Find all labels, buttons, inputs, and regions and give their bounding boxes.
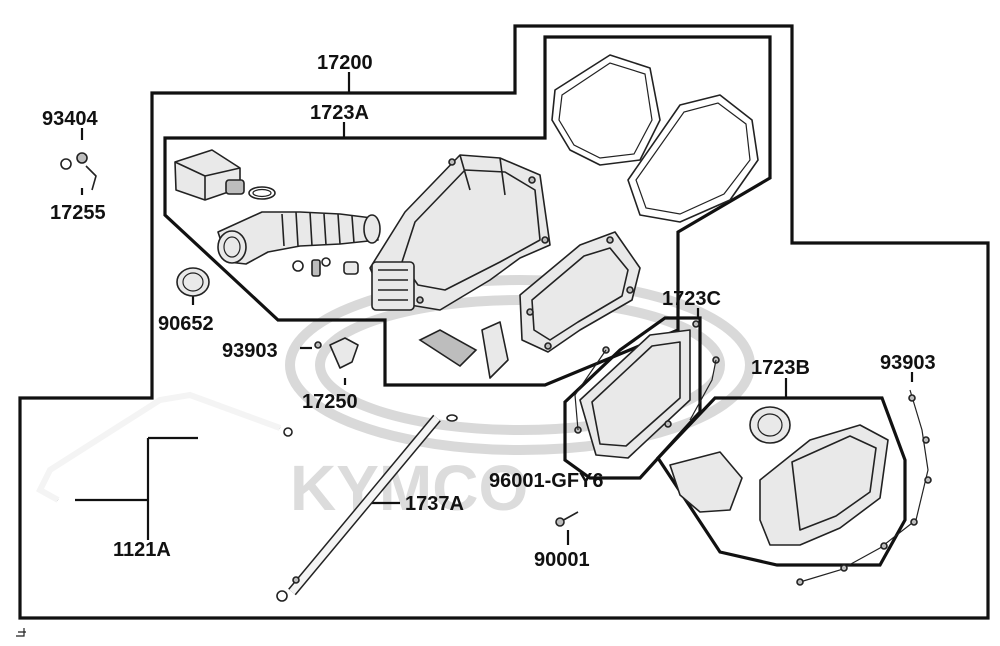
label-90652: 90652 xyxy=(158,313,214,335)
outline-1723A xyxy=(163,35,772,387)
cover-1723C xyxy=(574,320,720,459)
label-93404: 93404 xyxy=(42,108,98,130)
clamp-ring xyxy=(248,186,276,200)
outline-1723C xyxy=(563,316,702,480)
label-1723C: 1723C xyxy=(662,288,721,310)
cover-1723B xyxy=(669,406,889,546)
label-17255: 17255 xyxy=(50,202,106,224)
label-17200: 17200 xyxy=(317,52,373,74)
label-1121A: 1121A xyxy=(113,539,171,561)
drain-tube-1121A xyxy=(36,391,293,503)
filter-gasket-frame xyxy=(519,231,641,353)
label-1737A: 1737A xyxy=(405,493,464,515)
label-1723B: 1723B xyxy=(751,357,810,379)
watermark-ellipse xyxy=(285,275,755,455)
screws-93903 xyxy=(796,389,932,586)
filter-element xyxy=(418,321,509,379)
watermark-text: KYMCO xyxy=(290,452,528,524)
bolt-93404 xyxy=(60,152,97,191)
label-1723A: 1723A xyxy=(310,102,369,124)
corner-mark-icon xyxy=(16,628,26,637)
bolt-90001 xyxy=(555,511,579,527)
bracket-17250 xyxy=(314,337,359,369)
intake-duct xyxy=(217,211,381,265)
air-intake-box xyxy=(174,149,245,201)
label-96001-GFY6: 96001-GFY6 xyxy=(489,470,604,492)
small-fittings xyxy=(292,257,359,277)
tube-1737A xyxy=(276,414,458,602)
air-cleaner-case xyxy=(369,154,551,311)
label-93903-left: 93903 xyxy=(222,340,278,362)
label-90001: 90001 xyxy=(534,549,590,571)
gasket-seals xyxy=(551,54,759,223)
label-17250: 17250 xyxy=(302,391,358,413)
outline-17200 xyxy=(18,24,990,620)
label-93903-right: 93903 xyxy=(880,352,936,374)
hose-clamp-90652 xyxy=(176,267,210,297)
